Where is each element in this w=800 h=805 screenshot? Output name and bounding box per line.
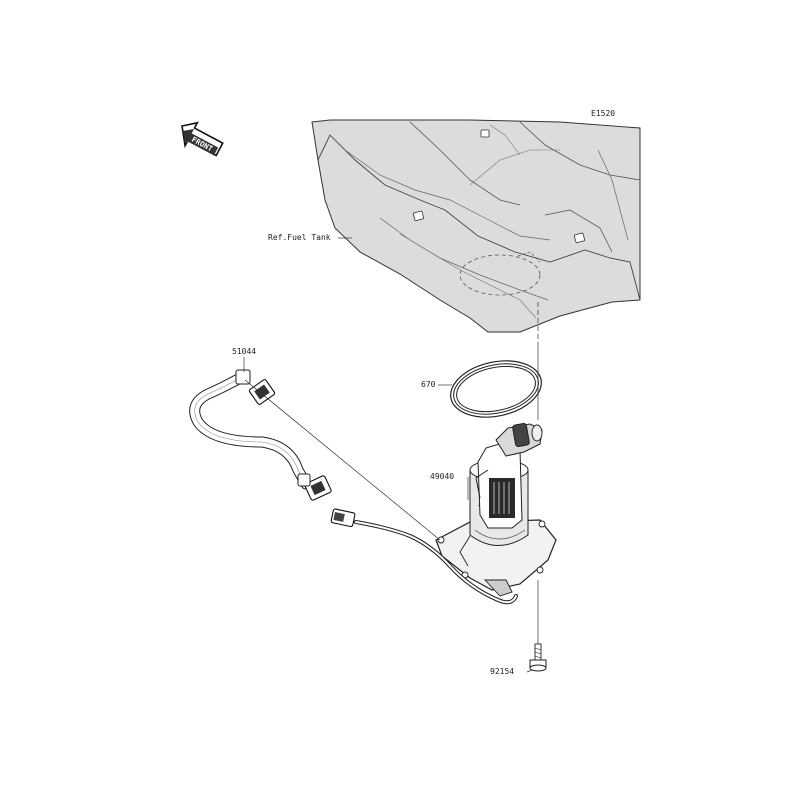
hose-connector-lower [304,475,332,501]
electrical-connector [330,508,356,528]
front-arrow-icon: FRONT [181,121,224,157]
pump-part-number: 49040 [430,472,455,481]
leader-lines [243,237,533,673]
bolt-part [529,643,547,672]
bolt-part-number: 92154 [490,667,515,676]
fuel-hose-assembly [189,369,332,501]
gasket-ring [450,360,542,418]
hose-connector-upper [248,379,276,405]
hose-part-number: 51044 [232,347,257,356]
diagram-code-label: E1520 [591,109,616,118]
fuel-tank-callout: Ref.Fuel Tank [268,233,331,242]
pump-wiring-harness [330,508,518,605]
pump-filter-element [489,478,515,518]
fuel-pump-assembly [435,423,557,597]
fuel-tank-illustration [311,119,641,333]
gasket-part-number: 670 [421,380,436,389]
